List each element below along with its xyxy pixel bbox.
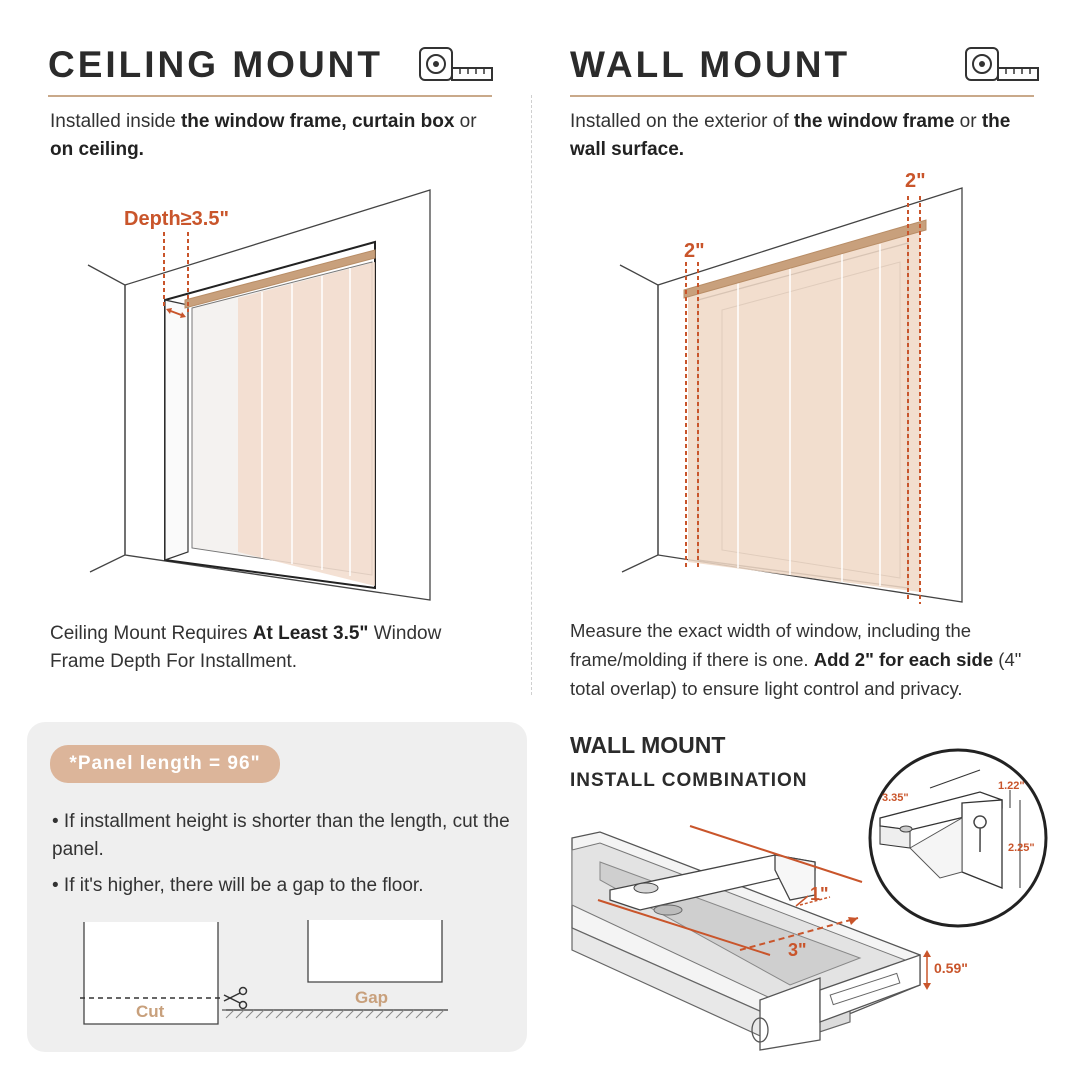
depth-label: Depth≥3.5" <box>124 208 229 230</box>
scissors-icon <box>223 986 248 1010</box>
wall-description: Installed on the exterior of the window … <box>570 108 1040 164</box>
ceiling-title-rule <box>48 95 492 97</box>
cut-label: Cut <box>136 1002 165 1021</box>
install-title: WALL MOUNT <box>570 732 726 758</box>
ceiling-desc-part: the window frame, curtain box <box>180 111 455 132</box>
bullet-shorter: • If installment height is shorter than … <box>52 811 510 860</box>
wall-note-part: (4" total overlap) to ensure light contr… <box>570 649 1022 699</box>
wall-note-part: Add 2" for each side <box>813 649 994 670</box>
ceiling-note-part: At Least 3.5" <box>252 623 369 644</box>
wall-desc-part: Installed on the exterior of <box>570 111 794 132</box>
wall-mount-title: WALL MOUNT <box>570 44 851 85</box>
dim-3-label: 3" <box>788 940 807 960</box>
install-subtitle: INSTALL COMBINATION <box>570 770 808 791</box>
bullet-higher: • If it's higher, there will be a gap to… <box>52 875 424 896</box>
bracket-335-label: 3.35" <box>882 792 909 804</box>
wall-desc-part: the wall surface. <box>570 111 1011 160</box>
wall-note-part: Measure the exact width of window, inclu… <box>570 620 972 670</box>
ceiling-desc-part: on ceiling. <box>50 139 144 160</box>
gap-label: Gap <box>355 988 389 1007</box>
bracket-225-label: 2.25" <box>1008 842 1035 854</box>
wall-note: Measure the exact width of window, inclu… <box>570 616 1040 703</box>
ceiling-mount-title: CEILING MOUNT <box>48 44 383 85</box>
wall-title-rule <box>570 95 1034 97</box>
column-divider <box>531 95 532 695</box>
wall-desc-part: the window frame <box>793 111 955 132</box>
dim-1-label: 1" <box>810 884 829 904</box>
side-label-right: 2" <box>905 170 926 192</box>
dim-059-label: 0.59" <box>934 960 968 976</box>
ceiling-note: Ceiling Mount Requires At Least 3.5" Win… <box>50 620 490 676</box>
bracket-122-label: 1.22" <box>998 780 1025 792</box>
wall-desc-part: or <box>954 111 982 132</box>
ceiling-desc-part: or <box>454 111 477 132</box>
ceiling-description: Installed inside the window frame, curta… <box>50 108 490 164</box>
ceiling-desc-part: Installed inside <box>50 111 181 132</box>
tape-measure-icon <box>419 47 493 81</box>
ceiling-note-part: Window Frame Depth For Installment. <box>50 623 442 672</box>
tape-measure-icon <box>965 47 1039 81</box>
panel-length-pill: *Panel length = 96" <box>50 745 280 783</box>
ceiling-note-part: Ceiling Mount Requires <box>50 623 253 644</box>
side-label-left: 2" <box>684 240 705 262</box>
